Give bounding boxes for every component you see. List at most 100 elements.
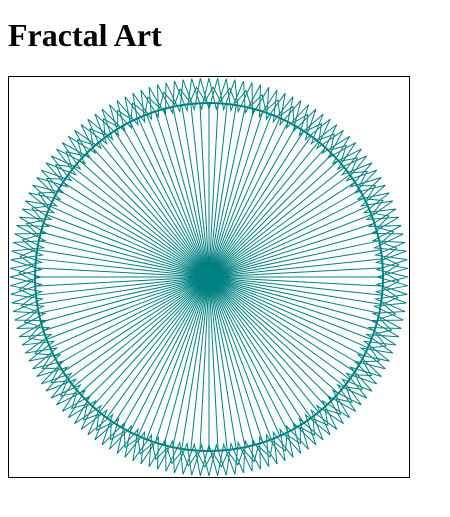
spoke-line [208,276,305,424]
spoke-line [92,276,210,407]
spoke-line [208,276,326,407]
spoke-line [208,106,246,278]
spoke-line [208,276,383,296]
spoke-line [208,189,360,278]
spoke-line [208,103,219,278]
spoke-line [35,267,210,278]
spoke-line [208,135,312,278]
spoke-line [208,276,297,428]
spoke-line [62,276,210,373]
spoke-line [208,103,228,278]
spoke-line [190,103,210,278]
spoke-line [53,197,210,278]
spoke-line [79,160,210,278]
spoke-line [208,222,375,278]
spoke-line [208,276,351,380]
spoke-line [99,276,210,413]
spoke-line [106,135,210,278]
spoke-line [146,276,210,440]
spoke-line [208,240,380,278]
spoke-line [146,114,210,278]
spoke-line [62,181,210,278]
spoke-line [40,276,210,323]
spoke-line [208,276,255,446]
spoke-line [208,197,365,278]
spoke-line [121,126,210,278]
spoke-line [121,276,210,428]
spoke-line [208,276,228,451]
spoke-line [38,240,210,278]
spoke-line [208,214,372,278]
spoke-line [46,276,210,340]
spoke-line [154,111,210,278]
spoke-line [208,276,383,287]
zigzag-ring [18,86,400,468]
spoke-line [172,276,210,448]
main-circle [34,102,384,452]
spoke-line [85,153,210,278]
spoke-line [208,276,312,419]
spoke-line [43,222,210,278]
spoke-line [53,276,210,357]
spoke-line [35,276,210,296]
spoke-line [79,276,210,394]
spoke-line [208,276,369,349]
spoke-line [154,276,210,443]
spoke-line [190,276,210,451]
spoke-line [208,126,297,278]
spoke-line [208,267,383,278]
spoke-line [58,189,210,278]
spoke-line [40,231,210,278]
spoke-line [208,276,381,305]
spoke-line [37,276,210,305]
spoke-line [172,106,210,278]
spoke-line [58,276,210,365]
spoke-line [208,276,378,323]
spoke-line [208,276,237,449]
spoke-line [199,276,210,451]
spoke-line [208,111,264,278]
spoke-line [208,153,333,278]
spoke-line [106,276,210,419]
spoke-line [208,130,305,278]
spoke-line [208,276,360,365]
spoke-line [137,276,210,437]
spoke-line [129,276,210,433]
zigzag-ring [9,77,409,477]
spoke-line [73,167,210,278]
spoke-line [113,130,210,278]
spoke-line [208,205,369,278]
spoke-line [208,276,339,394]
spoke-line [208,276,264,443]
spoke-line [137,117,210,278]
spoke-line [49,276,210,349]
spoke-line [208,141,319,278]
spoke-line [208,276,289,433]
fractal-art-canvas [8,76,410,478]
spoke-line [46,214,210,278]
spoke-line [129,121,210,278]
spoke-line [208,174,351,278]
spoke-line [85,276,210,401]
zigzag-ring [10,78,408,476]
spoke-line [181,105,210,278]
spoke-line [92,147,210,278]
spoke-line [35,276,210,287]
spoke-line [49,205,210,278]
page-title: Fractal Art [8,17,162,53]
spoke-line [208,114,272,278]
spoke-line [43,276,210,332]
spoke-line [208,249,381,278]
star-ring-pattern [9,77,409,477]
spoke-line [208,276,375,332]
spoke-line [208,276,356,373]
spoke-line [208,258,383,278]
spoke-line [37,249,210,278]
spoke-line [208,105,237,278]
spoke-line [208,276,333,401]
radial-spokes [35,103,383,451]
spoke-line [181,276,210,449]
spoke-line [208,117,281,278]
spoke-line [208,276,380,314]
spoke-line [208,276,246,448]
